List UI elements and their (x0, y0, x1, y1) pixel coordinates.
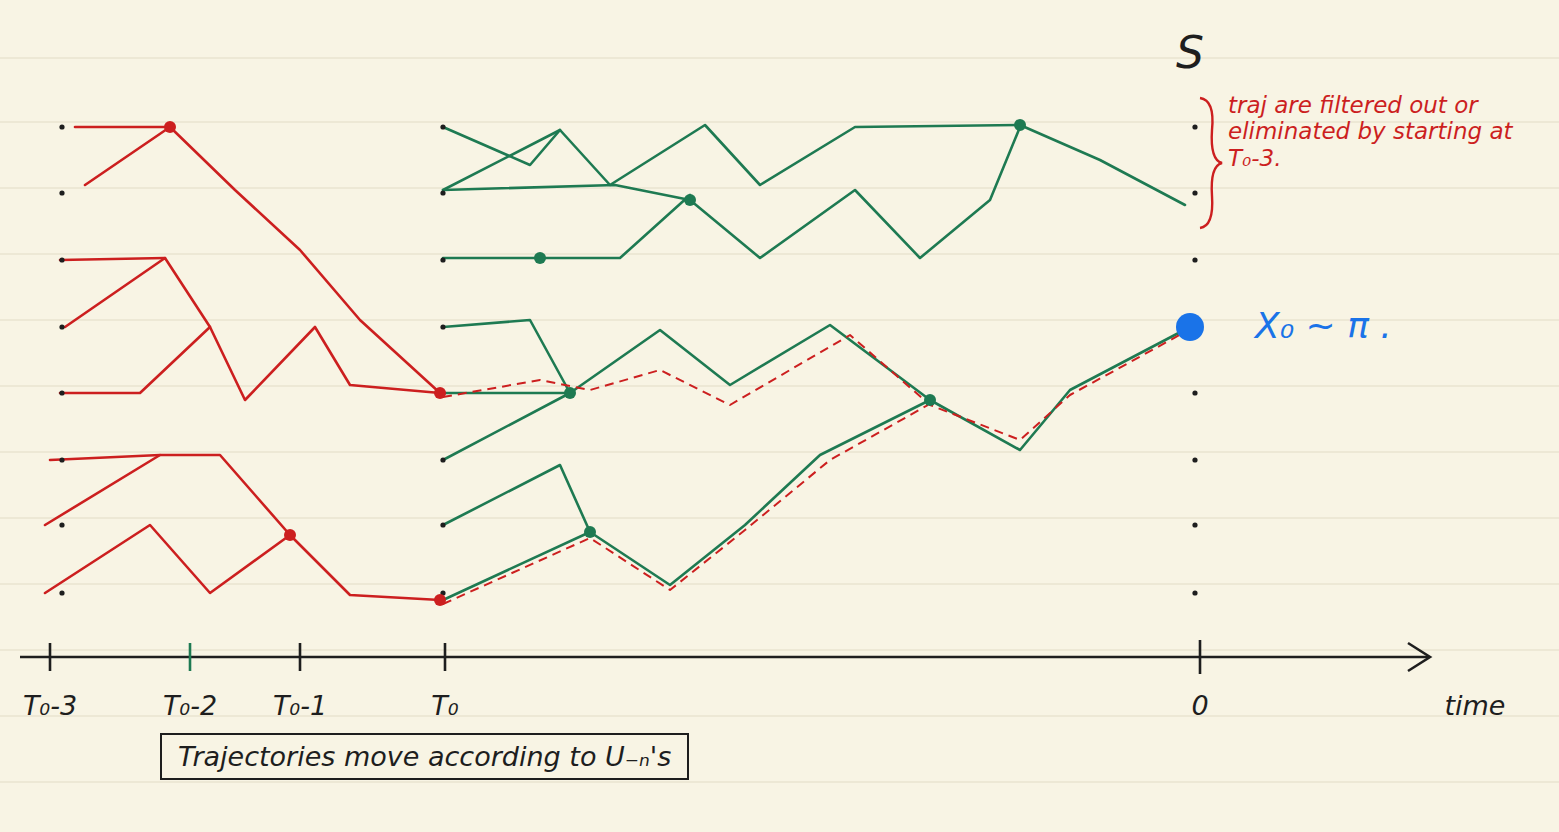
note-text: Trajectories move according to U₋ₙ's (178, 741, 671, 772)
dashed-path (443, 405, 928, 604)
green-dot (1014, 119, 1026, 131)
green-path (443, 393, 570, 460)
state-dot (59, 257, 64, 262)
stationary-label: X₀ ~ π . (1255, 305, 1392, 346)
axis-arrowhead (1408, 643, 1430, 671)
coalescence-points (534, 119, 1026, 538)
state-dot (440, 457, 445, 462)
state-dot (440, 257, 445, 262)
green-path (443, 400, 930, 585)
state-dot (59, 390, 64, 395)
green-path (443, 125, 1185, 205)
axis-label: time (1444, 690, 1505, 721)
tick (444, 643, 447, 671)
red-dot (164, 121, 176, 133)
red-path (65, 258, 440, 400)
brace (1200, 98, 1222, 228)
tick (189, 643, 192, 671)
state-dot (1192, 522, 1197, 527)
state-dot (59, 190, 64, 195)
axis-line (20, 656, 1428, 659)
state-dot (59, 522, 64, 527)
state-dot (59, 124, 64, 129)
note-box: Trajectories move according to U₋ₙ's (160, 733, 689, 780)
green-dot (534, 252, 546, 264)
state-dot (59, 457, 64, 462)
red-path (60, 327, 210, 393)
red-dot (434, 594, 446, 606)
green-dot (684, 194, 696, 206)
green-path (443, 320, 1190, 450)
green-dot (584, 526, 596, 538)
green-path (443, 127, 1020, 258)
state-dot (59, 324, 64, 329)
green-dot (924, 394, 936, 406)
red-path (60, 258, 165, 260)
state-dot (440, 190, 445, 195)
stationary-sample-dot (1176, 313, 1204, 341)
tick-label: T₀-3 (23, 690, 77, 721)
red-path (75, 126, 170, 129)
red-merge-points (164, 121, 446, 606)
state-dot (59, 590, 64, 595)
red-path (50, 455, 440, 600)
green-path (443, 195, 690, 258)
state-dot (1192, 257, 1197, 262)
state-dot (1192, 190, 1197, 195)
ruled-lines (0, 58, 1559, 782)
red-path (45, 525, 290, 593)
red-dot (284, 529, 296, 541)
note: traj are filtered out or eliminated by s… (1228, 92, 1546, 171)
dashed-path (443, 332, 1185, 440)
tick (1199, 640, 1202, 674)
time-axis (20, 640, 1430, 674)
green-dot (564, 387, 576, 399)
state-dot (1192, 457, 1197, 462)
green-path (443, 532, 590, 600)
green-trajectories (443, 125, 1190, 600)
state-dot (440, 124, 445, 129)
state-dot (1192, 124, 1197, 129)
tick-label: 0 (1191, 690, 1208, 721)
red-trajectories (45, 127, 440, 600)
green-path (443, 130, 560, 190)
tick (299, 643, 302, 671)
state-space-label: S (1176, 28, 1204, 79)
tick-label: T₀-2 (163, 690, 217, 721)
red-path (85, 127, 440, 393)
red-path (45, 455, 160, 525)
tick-label: T₀ (431, 690, 458, 721)
state-dot (1192, 590, 1197, 595)
red-dot (434, 387, 446, 399)
coalesced-path (443, 332, 1185, 604)
tick (49, 643, 52, 671)
state-dot (440, 522, 445, 527)
tick-label: T₀-1 (273, 690, 327, 721)
state-dot (1192, 390, 1197, 395)
state-dot (440, 324, 445, 329)
state-dots (59, 124, 1197, 595)
